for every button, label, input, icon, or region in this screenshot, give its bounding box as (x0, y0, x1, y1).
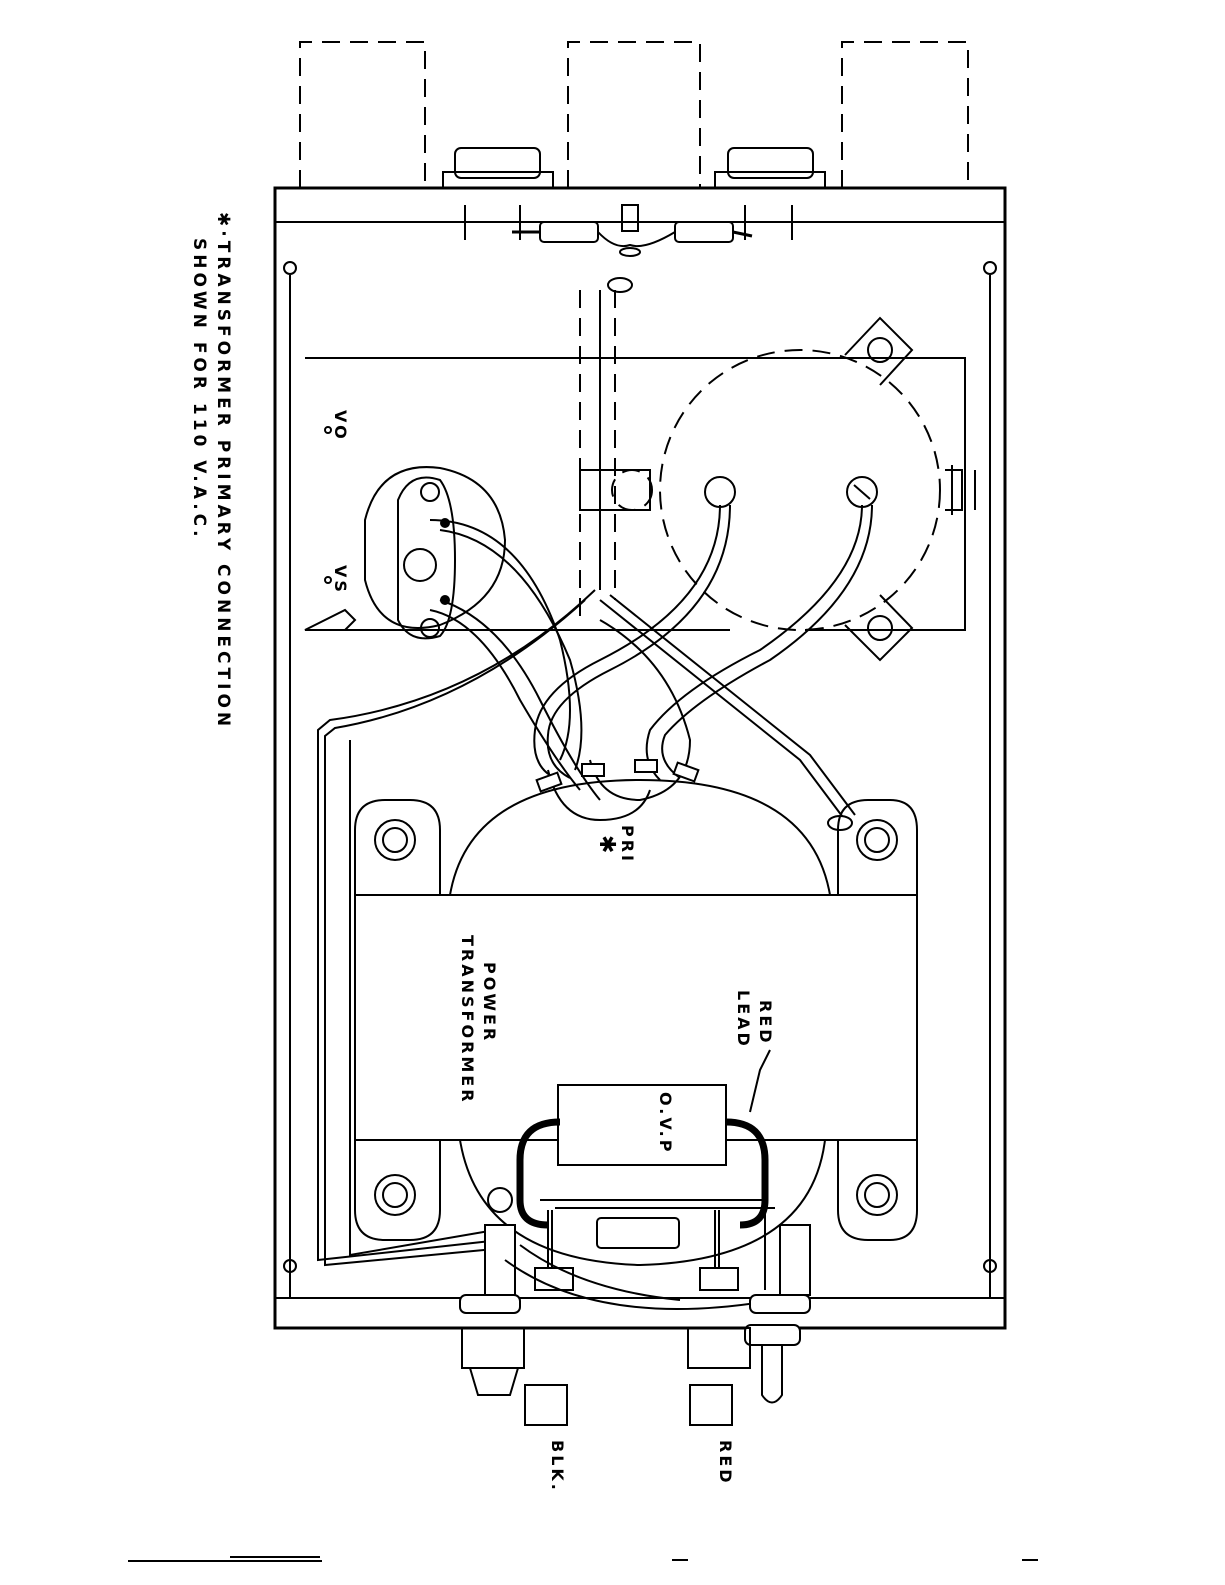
red-lead-label-1: RED (756, 1000, 775, 1046)
ovp-label: O.V.P (656, 1092, 675, 1154)
vs-label: VS (331, 565, 350, 595)
top-bracket-parts (465, 205, 792, 256)
pri-asterisk: ✱ (594, 835, 619, 856)
cable-bundle (580, 278, 632, 620)
power-transformer: PRI ✱ POWER TRANSFORMER (355, 780, 917, 1265)
transformer-note: ✱·TRANSFORMER PRIMARY CONNECTION SHOWN F… (189, 212, 233, 730)
filter-capacitor (580, 318, 975, 660)
ovp-module: O.V.P RED LEAD (520, 990, 775, 1225)
transformer-label: TRANSFORMER (458, 935, 477, 1105)
power-label: POWER (480, 962, 499, 1043)
red-terminal-label: RED (716, 1440, 735, 1486)
blk-terminal-label: BLK. (548, 1440, 567, 1493)
note-line-2: SHOWN FOR 110 V.A.C. (189, 238, 209, 541)
top-connectors (300, 42, 968, 188)
power-transistor (365, 467, 505, 638)
pri-label: PRI (618, 825, 637, 864)
note-line-1: ✱·TRANSFORMER PRIMARY CONNECTION (213, 212, 233, 730)
vo-label: VO (331, 410, 350, 442)
scan-edge-marks (128, 1557, 1038, 1561)
output-terminal-area: RED BLK. (460, 1188, 810, 1493)
red-lead-label-2: LEAD (734, 990, 753, 1049)
